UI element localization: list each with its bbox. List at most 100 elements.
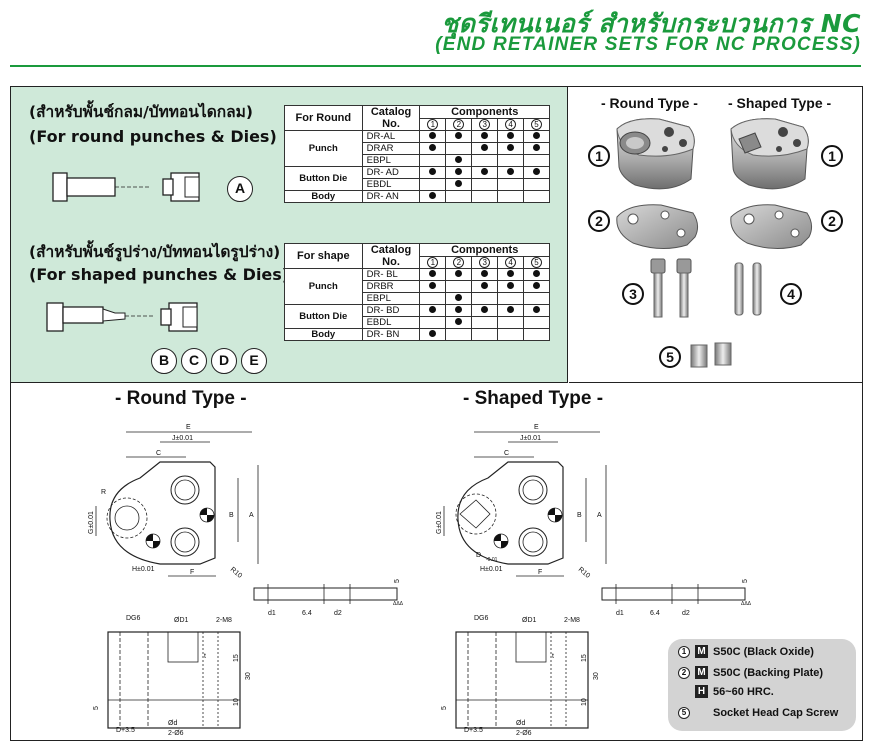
legend-text-2: S50C (Backing Plate) (713, 666, 824, 679)
component-number: 3 (479, 257, 491, 268)
svg-text:ΔΔΔ: ΔΔΔ (393, 601, 404, 607)
drawing-shaped-title: - Shaped Type - (463, 388, 604, 409)
title-thai: ชุดรีเทนเนอร์ สำหรับกระบวนการ NC (441, 9, 861, 38)
included-dot (481, 168, 489, 175)
svg-text:30: 30 (245, 672, 252, 680)
included-dot (455, 168, 463, 175)
table-row: EBPL (285, 154, 550, 167)
svg-text:D+3.5: D+3.5 (464, 727, 483, 734)
included-dot (481, 132, 489, 139)
included-dot (455, 132, 463, 139)
svg-text:B: B (577, 512, 582, 519)
component-number: 5 (531, 119, 543, 130)
legend-row-1: 1 M S50C (Black Oxide) (678, 645, 814, 658)
svg-text:R10: R10 (577, 566, 591, 580)
component-number: 3 (479, 119, 491, 130)
svg-text:ØD1: ØD1 (522, 617, 537, 624)
svg-text:H±0.01: H±0.01 (480, 566, 503, 573)
svg-text:C: C (504, 450, 509, 457)
legend-badge-1: M (695, 645, 708, 658)
type-a-badge: A (227, 176, 253, 202)
svg-text:15: 15 (581, 654, 588, 662)
photo-number-1-right: 1 (821, 145, 843, 167)
table-group: Button Die (284, 304, 363, 329)
table-row: DRBR (285, 280, 550, 293)
drawing-round-title: - Round Type - (115, 388, 247, 409)
included-dot (533, 132, 541, 139)
svg-text:d2: d2 (682, 610, 690, 617)
svg-text:J±0.01: J±0.01 (520, 435, 541, 442)
component-number: 1 (427, 257, 439, 268)
title-english: (END RETAINER SETS FOR NC PROCESS) (435, 34, 861, 55)
included-dot (429, 168, 437, 175)
legend-num-1: 1 (678, 645, 690, 658)
svg-text:D+3.5: D+3.5 (116, 727, 135, 734)
legend-text-1: S50C (Black Oxide) (713, 645, 814, 658)
table-col-type: For Round (284, 105, 363, 131)
included-dot (507, 144, 515, 151)
table-col-components: Components (419, 105, 550, 119)
table-catalog-no: DR- BN (361, 328, 421, 341)
included-dot (455, 180, 463, 187)
svg-text:A: A (249, 512, 254, 519)
included-dot (507, 168, 515, 175)
svg-text:d1: d1 (616, 610, 624, 617)
table-group: Punch (284, 268, 363, 305)
included-dot (533, 168, 541, 175)
svg-text:R: R (101, 489, 106, 496)
svg-text:B: B (229, 512, 234, 519)
svg-text:t: t (204, 653, 206, 660)
svg-text:R10: R10 (229, 566, 243, 580)
included-dot (429, 144, 437, 151)
title-rule (10, 65, 861, 67)
svg-text:2-M8: 2-M8 (216, 617, 232, 624)
included-dot (507, 282, 515, 289)
included-dot (455, 294, 463, 301)
included-dot (533, 306, 541, 313)
svg-text:5: 5 (93, 706, 100, 710)
svg-text:30: 30 (593, 672, 600, 680)
type-d-badge: D (211, 348, 237, 374)
component-number: 4 (505, 257, 517, 268)
included-dot (533, 282, 541, 289)
svg-text:5: 5 (394, 579, 401, 583)
drawing-panel: - Round Type - - Shaped Type - (11, 384, 862, 740)
component-number: 2 (453, 257, 465, 268)
svg-text:10: 10 (581, 698, 588, 706)
svg-text:C: C (156, 450, 161, 457)
legend-num-5: 5 (678, 707, 690, 719)
svg-text:5: 5 (441, 706, 448, 710)
svg-text:15: 15 (233, 654, 240, 662)
component-number: 4 (505, 119, 517, 130)
svg-text:F: F (538, 569, 542, 576)
svg-text:D: D (476, 552, 481, 559)
round-punch-sketch (52, 172, 200, 202)
main-frame (10, 86, 863, 741)
svg-text:E: E (534, 424, 539, 431)
svg-text:F: F (190, 569, 194, 576)
svg-text:G±0.01: G±0.01 (88, 511, 95, 534)
included-dot (507, 306, 515, 313)
photo-number-2-left: 2 (588, 210, 610, 232)
svg-text:5: 5 (742, 579, 749, 583)
photo-number-5: 5 (659, 346, 681, 368)
photo-number-1-left: 1 (588, 145, 610, 167)
selection-panel: (สำหรับพั้นช์กลม/บัททอนไดกลม) (For round… (11, 87, 568, 383)
included-dot (429, 270, 437, 277)
svg-text:6.4: 6.4 (650, 610, 660, 617)
component-number: 5 (531, 257, 543, 268)
included-dot (455, 306, 463, 313)
svg-text:G±0.01: G±0.01 (436, 511, 443, 534)
component-number: 1 (427, 119, 439, 130)
svg-text:-0.01: -0.01 (486, 557, 498, 563)
svg-text:H±0.01: H±0.01 (132, 566, 155, 573)
svg-text:2-M8: 2-M8 (564, 617, 580, 624)
photo-round-type-label: - Round Type - (601, 95, 698, 111)
svg-text:6.4: 6.4 (302, 610, 312, 617)
svg-text:t: t (552, 653, 554, 660)
svg-text:ØD1: ØD1 (174, 617, 189, 624)
type-b-badge: B (151, 348, 177, 374)
